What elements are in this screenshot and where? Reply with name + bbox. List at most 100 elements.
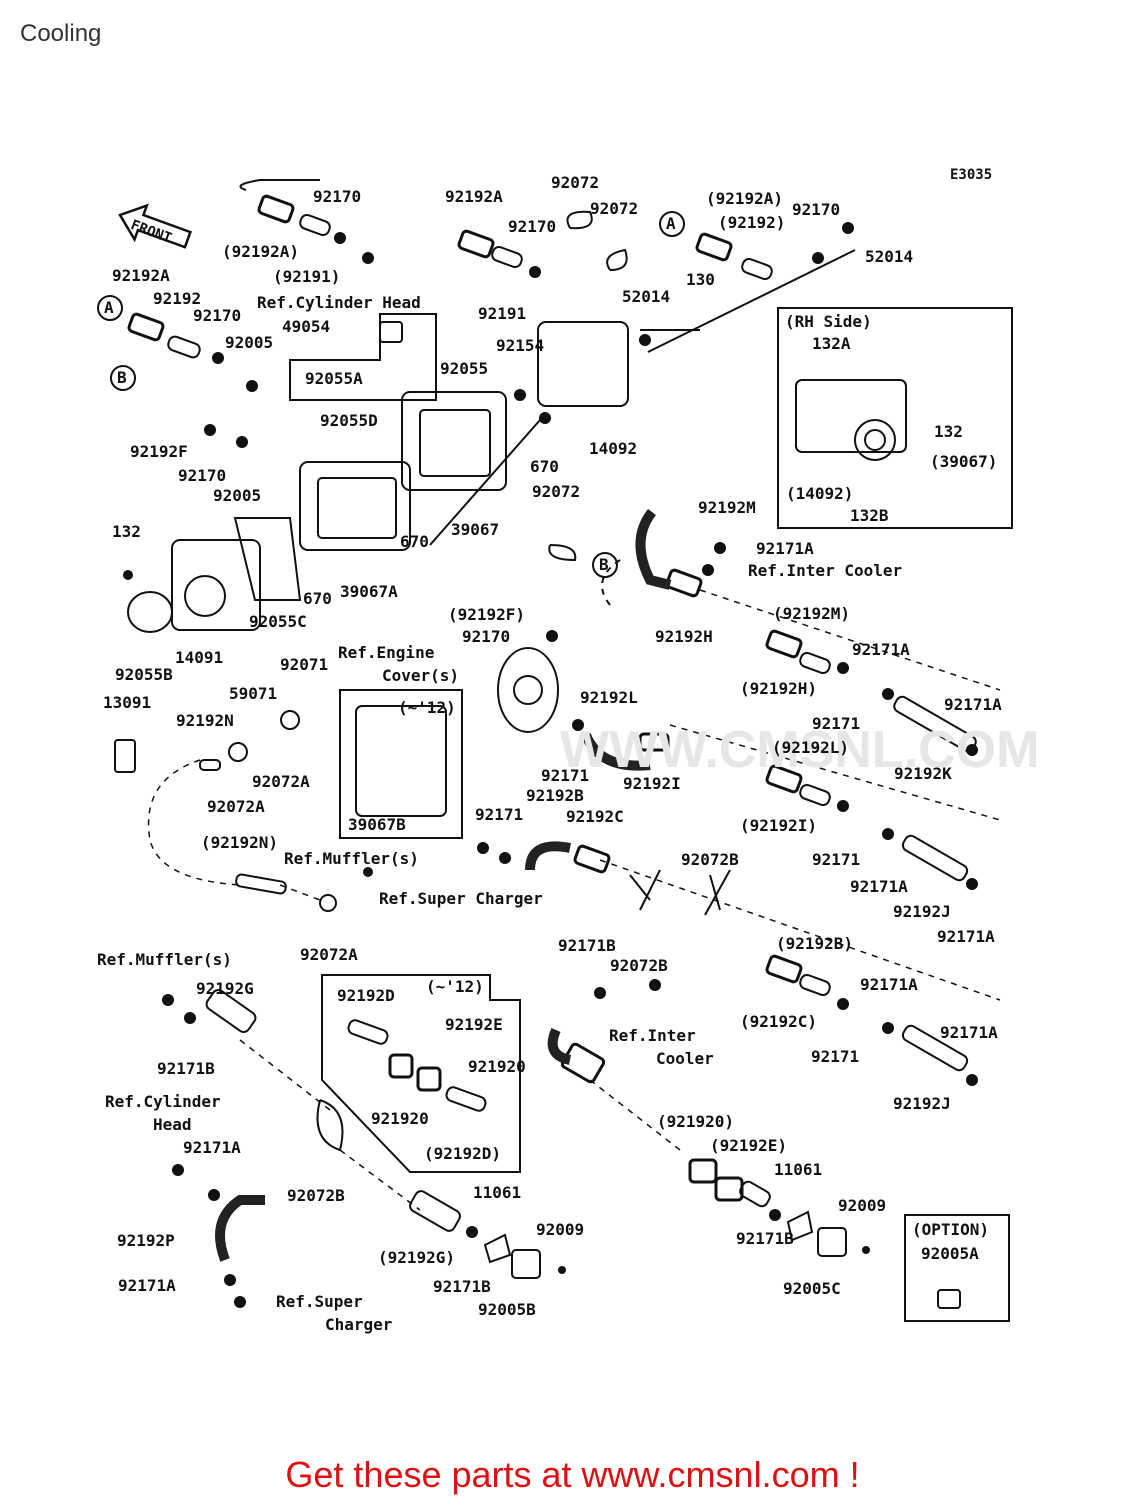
- part-label: Ref.Super Charger: [379, 889, 543, 908]
- option-plug-icon: [937, 1289, 961, 1309]
- variant-box-49054: [289, 313, 437, 401]
- part-label: 11061: [473, 1183, 522, 1202]
- part-label: Charger: [325, 1315, 393, 1334]
- part-label: (92192): [718, 213, 786, 232]
- marker-a-left-label: A: [104, 298, 114, 317]
- part-label: 92005: [213, 486, 262, 505]
- plug-13091-icon: [114, 739, 136, 773]
- part-label: 92192L: [580, 688, 638, 707]
- part-label: Head: [153, 1115, 192, 1134]
- hose-92192l: [581, 732, 651, 771]
- front-arrow-icon: [118, 203, 192, 249]
- part-label: 92005C: [783, 1279, 841, 1298]
- footer-link-text[interactable]: Get these parts at www.cmsnl.com !: [285, 1454, 860, 1495]
- part-label: 670: [530, 457, 559, 476]
- part-label: 92171A: [850, 877, 908, 896]
- part-label: (92192E): [710, 1136, 788, 1155]
- sensor-49054-icon: [379, 321, 403, 343]
- part-label: 92192I: [623, 774, 681, 793]
- part-label: 92170: [792, 200, 841, 219]
- part-label: 92171A: [944, 695, 1002, 714]
- rh-side-label: 132: [934, 422, 963, 441]
- part-label: Ref.Cylinder: [105, 1092, 221, 1111]
- part-label: (92192D): [424, 1144, 502, 1163]
- variant-box-92192d: [321, 974, 521, 1173]
- part-label: 92192D: [337, 986, 395, 1005]
- part-label: 92171: [475, 805, 524, 824]
- part-label: 92192B: [526, 786, 584, 805]
- fitting-icon: [123, 222, 978, 1308]
- marker-b-left-label: B: [117, 368, 127, 387]
- part-label: 14091: [175, 648, 224, 667]
- engine-cover-pump: [497, 647, 559, 733]
- part-label: 92192N: [176, 711, 234, 730]
- part-label: (921920): [657, 1112, 735, 1131]
- rh-side-label: (39067): [930, 452, 998, 471]
- cover-39067: [401, 391, 507, 491]
- part-label: 92072B: [610, 956, 668, 975]
- part-label: 39067: [451, 520, 500, 539]
- part-label: Ref.Muffler(s): [97, 950, 232, 969]
- part-label: 52014: [622, 287, 671, 306]
- part-label: 92171A: [940, 1023, 998, 1042]
- marker-a-right-label: A: [666, 214, 676, 233]
- part-label: 92072A: [300, 945, 358, 964]
- diagram-code: E3035: [950, 167, 993, 183]
- part-label: (92192F): [448, 605, 526, 624]
- part-label: 92170: [193, 306, 242, 325]
- part-label: 92192G: [196, 979, 254, 998]
- part-label: Ref.Cylinder Head: [257, 293, 421, 312]
- part-label: 92171B: [433, 1277, 491, 1296]
- part-label: 92171A: [756, 539, 814, 558]
- part-label: 670: [303, 589, 332, 608]
- part-label: 92072A: [207, 797, 265, 816]
- marker-b-mid: [592, 552, 618, 578]
- part-label: 921920: [468, 1057, 526, 1076]
- part-label: 92192: [153, 289, 202, 308]
- rh-side-cover-icon: [795, 379, 907, 453]
- variant-box-39067b: [339, 689, 463, 839]
- cover-14091: [171, 539, 261, 631]
- gasket-92055c: [233, 517, 302, 601]
- part-label: 92192F: [130, 442, 188, 461]
- part-label: 92071: [280, 655, 329, 674]
- option-title: (OPTION): [912, 1220, 990, 1239]
- part-label: 13091: [103, 693, 152, 712]
- cover-14092: [537, 321, 629, 407]
- part-label: 92171A: [937, 927, 995, 946]
- marker-b-mid-label: B: [599, 555, 609, 574]
- part-label: 39067A: [340, 582, 398, 601]
- part-label: 92171A: [118, 1276, 176, 1295]
- marker-b-left: [110, 365, 136, 391]
- part-label: 130: [686, 270, 715, 289]
- part-label: 92055A: [305, 369, 363, 388]
- part-label: (92192A): [706, 189, 784, 208]
- flange-92005b-icon: [511, 1227, 847, 1279]
- part-label: (92192G): [378, 1248, 456, 1267]
- part-label: 92154: [496, 336, 545, 355]
- part-label: (~'12): [426, 977, 484, 996]
- part-label: 92072: [532, 482, 581, 501]
- part-label: Cooler: [656, 1049, 714, 1068]
- part-label: 92072B: [681, 850, 739, 869]
- part-label: 92192K: [894, 764, 952, 783]
- part-label: 92171B: [157, 1059, 215, 1078]
- rh-side-label: 132A: [812, 334, 851, 353]
- part-label: (92192N): [201, 833, 279, 852]
- part-label: 92192C: [566, 807, 624, 826]
- part-label: 92170: [178, 466, 227, 485]
- part-label: 92171: [812, 714, 861, 733]
- hose-92192e: [547, 1027, 572, 1065]
- part-label: 49054: [282, 317, 331, 336]
- part-label: (92192C): [740, 1012, 818, 1031]
- part-label: 92055B: [115, 665, 173, 684]
- part-label: 59071: [229, 684, 278, 703]
- part-label: 92192E: [445, 1015, 503, 1034]
- part-label: (92192B): [776, 934, 854, 953]
- part-label: 92192A: [112, 266, 170, 285]
- part-label: 92009: [536, 1220, 585, 1239]
- gasket-11061-icon: [483, 1210, 814, 1264]
- part-label: 92009: [838, 1196, 887, 1215]
- part-label: 92171: [541, 766, 590, 785]
